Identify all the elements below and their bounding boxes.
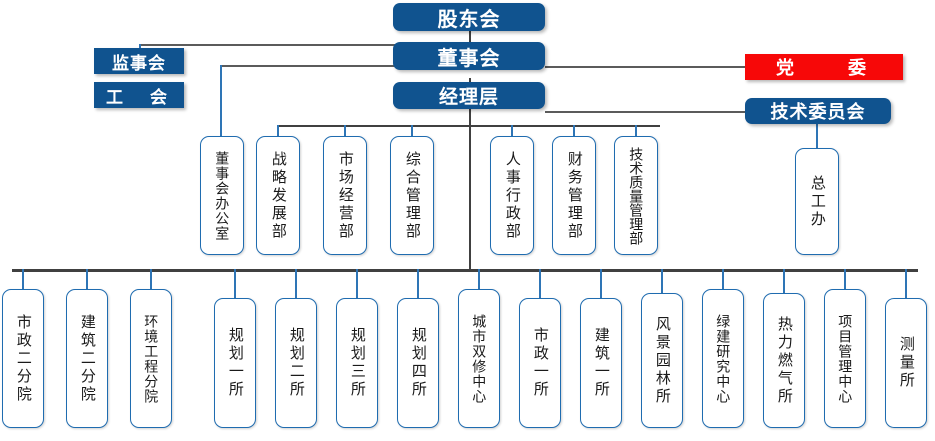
box-department-market[interactable]: 市场经营部: [323, 136, 367, 255]
box-department-tech-quality-label: 技术质量管理部: [628, 146, 645, 245]
box-branch-architecture-1[interactable]: 建筑一所: [580, 298, 622, 428]
box-branch-planning-3-label: 规划三所: [348, 327, 366, 399]
connector-branch-drop-11: [661, 269, 663, 293]
box-department-market-label: 市场经营部: [336, 150, 354, 241]
box-branch-urban-renewal-center[interactable]: 城市双修中心: [458, 289, 500, 428]
connector-dept-drop-5: [573, 125, 575, 136]
connector-branch-drop-6: [356, 269, 358, 298]
box-branch-environment-eng-label: 环境工程分院: [143, 313, 160, 404]
connector-branch-drop-12: [722, 269, 724, 289]
box-branch-green-building-center-label: 绿建研究中心: [715, 313, 732, 404]
box-department-board-office[interactable]: 董事会办公室: [200, 136, 244, 255]
box-branch-municipal-1[interactable]: 市政一所: [519, 298, 561, 428]
box-department-general-admin[interactable]: 综合管理部: [390, 136, 434, 255]
box-department-hr[interactable]: 人事行政部: [490, 136, 534, 255]
box-branch-architecture-2-label: 建筑二分院: [78, 313, 96, 404]
box-management-level-label: 经理层: [438, 87, 499, 108]
connector-branch-drop-8: [478, 269, 480, 289]
box-branch-municipal-1-label: 市政一所: [531, 327, 549, 399]
connector-branch-drop-9: [539, 269, 541, 298]
box-branch-urban-renewal-center-label: 城市双修中心: [471, 313, 488, 404]
box-board-of-directors-label: 董事会: [437, 47, 501, 70]
connector-branch-drop-14: [844, 269, 846, 289]
connector-shareholders-to-board: [469, 30, 471, 52]
connector-board-left-horizontal: [221, 65, 471, 67]
box-branch-planning-2[interactable]: 规划二所: [275, 298, 317, 428]
connector-tech-committee-to-chief-office: [816, 124, 818, 148]
box-branch-municipal-2[interactable]: 市政二分院: [2, 289, 44, 428]
connector-branch-drop-3: [150, 269, 152, 289]
box-supervisory-board[interactable]: 监事会: [94, 48, 184, 74]
box-branch-architecture-1-label: 建筑一所: [592, 327, 610, 399]
box-branch-planning-4-label: 规划四所: [409, 327, 427, 399]
box-department-finance[interactable]: 财务管理部: [552, 136, 596, 255]
connector-branch-drop-2: [86, 269, 88, 289]
connector-board-to-party: [545, 66, 745, 68]
box-branch-heating-gas-label: 热力燃气所: [775, 315, 793, 406]
box-department-tech-quality[interactable]: 技术质量管理部: [614, 136, 658, 255]
connector-branch-drop-4: [234, 269, 236, 298]
box-branch-planning-4[interactable]: 规划四所: [397, 298, 439, 428]
box-labor-union[interactable]: 工 会: [94, 82, 184, 108]
connector-dept-drop-6: [635, 125, 637, 136]
box-board-of-directors[interactable]: 董事会: [393, 42, 545, 70]
box-branch-planning-1[interactable]: 规划一所: [214, 298, 256, 428]
box-branch-project-management-center-label: 项目管理中心: [837, 313, 854, 404]
connector-dept-drop-4: [511, 125, 513, 136]
connector-branch-drop-13: [783, 269, 785, 293]
box-branch-heating-gas[interactable]: 热力燃气所: [763, 293, 805, 428]
box-branch-survey[interactable]: 测量所: [885, 298, 927, 428]
box-branch-municipal-2-label: 市政二分院: [14, 313, 32, 404]
box-chief-engineer-office[interactable]: 总工办: [795, 148, 839, 255]
box-department-hr-label: 人事行政部: [503, 150, 521, 241]
connector-branch-drop-10: [600, 269, 602, 298]
box-department-strategy[interactable]: 战略发展部: [256, 136, 300, 255]
box-branch-planning-2-label: 规划二所: [287, 327, 305, 399]
box-technical-committee-label: 技术委员会: [770, 102, 866, 122]
box-party-committee-label: 党 委: [776, 58, 872, 78]
connector-branch-drop-1: [22, 269, 24, 289]
connector-branch-bus: [12, 269, 918, 272]
connector-dept-drop-1: [277, 125, 279, 136]
connector-dept-drop-3: [411, 125, 413, 136]
connector-branch-drop-7: [417, 269, 419, 298]
box-branch-planning-3[interactable]: 规划三所: [336, 298, 378, 428]
connector-dept-drop-2: [344, 125, 346, 136]
box-department-board-office-label: 董事会办公室: [214, 150, 231, 241]
connector-board-office-drop: [220, 65, 222, 136]
box-branch-project-management-center[interactable]: 项目管理中心: [824, 289, 866, 428]
connector-department-bus: [278, 125, 660, 127]
box-labor-union-label: 工 会: [106, 87, 172, 107]
connector-management-to-tech-committee: [545, 111, 745, 113]
box-department-strategy-label: 战略发展部: [269, 150, 287, 241]
box-branch-planning-1-label: 规划一所: [226, 327, 244, 399]
box-branch-landscape-label: 风景园林所: [653, 315, 671, 406]
box-party-committee[interactable]: 党 委: [745, 54, 903, 80]
connector-branch-drop-15: [905, 269, 907, 298]
box-department-general-admin-label: 综合管理部: [403, 150, 421, 241]
connector-supervisory-horizontal: [140, 44, 470, 46]
box-branch-green-building-center[interactable]: 绿建研究中心: [702, 289, 744, 428]
box-branch-environment-eng[interactable]: 环境工程分院: [130, 289, 172, 428]
connector-management-spine-down: [469, 108, 471, 271]
box-technical-committee[interactable]: 技术委员会: [745, 98, 891, 124]
box-chief-engineer-office-label: 总工办: [808, 174, 826, 229]
box-branch-landscape[interactable]: 风景园林所: [641, 293, 683, 428]
box-supervisory-board-label: 监事会: [112, 53, 166, 73]
box-shareholders-meeting[interactable]: 股东会: [393, 3, 545, 31]
box-management-level[interactable]: 经理层: [393, 82, 545, 109]
connector-branch-drop-5: [295, 269, 297, 298]
box-shareholders-meeting-label: 股东会: [437, 8, 501, 31]
box-department-finance-label: 财务管理部: [565, 150, 583, 241]
box-branch-architecture-2[interactable]: 建筑二分院: [66, 289, 108, 428]
box-branch-survey-label: 测量所: [897, 336, 915, 390]
